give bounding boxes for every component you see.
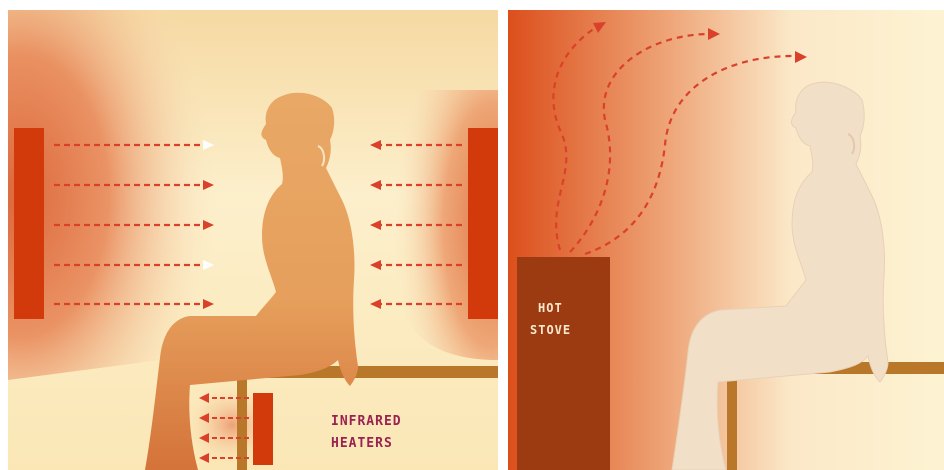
left-wall-heater: [14, 128, 44, 319]
hot-stove: [517, 257, 610, 470]
hot-stove-label-line2: STOVE: [530, 323, 571, 337]
hot-stove-label-line1: HOT: [538, 301, 563, 315]
floor-heater: [253, 393, 273, 465]
right-wall-heater: [468, 128, 498, 319]
infrared-heaters-label-line1: INFRARED: [331, 414, 402, 429]
panel-divider: [498, 0, 508, 470]
traditional-sauna-panel: HOT STOVE: [508, 10, 944, 470]
infrared-heaters-label-line2: HEATERS: [331, 436, 393, 451]
infrared-sauna-panel: INFRARED HEATERS: [8, 10, 498, 470]
